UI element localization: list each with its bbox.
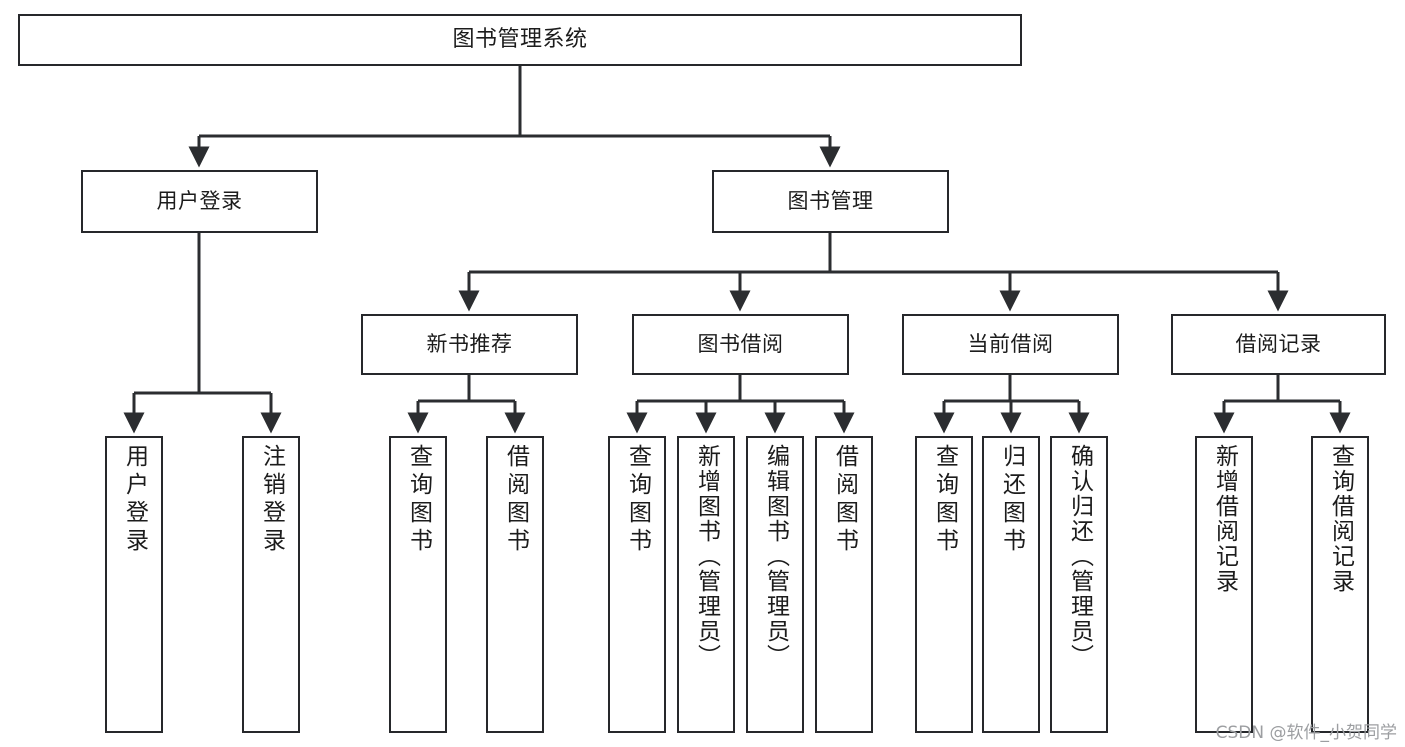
node-leaf-borrow-book-2[interactable]: 借阅图书 [815,436,873,733]
node-borrow-record[interactable]: 借阅记录 [1171,314,1386,375]
node-leaf-confirm-return[interactable]: 确认归还（管理员） [1050,436,1108,733]
node-label: 图书管理 [787,189,874,214]
node-user-login[interactable]: 用户登录 [81,170,318,233]
node-label: 归还图书 [998,444,1025,556]
node-leaf-borrow-book-1[interactable]: 借阅图书 [486,436,544,733]
node-label: 图书借阅 [697,332,784,357]
node-leaf-add-record[interactable]: 新增借阅记录 [1195,436,1253,733]
node-leaf-logout[interactable]: 注销登录 [242,436,300,733]
node-new-book-recommend[interactable]: 新书推荐 [361,314,578,375]
node-label: 用户登录 [156,189,243,214]
node-leaf-query-book-2[interactable]: 查询图书 [608,436,666,733]
node-book-management-system[interactable]: 图书管理系统 [18,14,1022,66]
node-label: 借阅记录 [1235,332,1322,357]
node-label: 确认归还（管理员） [1066,444,1093,669]
node-leaf-return-book[interactable]: 归还图书 [982,436,1040,733]
node-label: 当前借阅 [967,332,1054,357]
node-label: 编辑图书（管理员） [762,444,789,669]
node-label: 注销登录 [258,444,285,556]
node-label: 用户登录 [121,444,148,556]
node-label: 查询图书 [624,444,651,556]
node-label: 查询图书 [931,444,958,556]
node-label: 查询借阅记录 [1327,444,1354,594]
node-label: 新书推荐 [426,332,513,357]
watermark-text: CSDN @软件_小贺同学 [1215,723,1397,743]
node-leaf-user-login[interactable]: 用户登录 [105,436,163,733]
node-book-borrow[interactable]: 图书借阅 [632,314,849,375]
node-current-borrow[interactable]: 当前借阅 [902,314,1119,375]
node-leaf-query-record[interactable]: 查询借阅记录 [1311,436,1369,733]
node-label: 图书管理系统 [452,27,588,53]
node-book-management[interactable]: 图书管理 [712,170,949,233]
node-label: 查询图书 [405,444,432,556]
node-leaf-query-book-3[interactable]: 查询图书 [915,436,973,733]
node-leaf-query-book-1[interactable]: 查询图书 [389,436,447,733]
node-label: 新增图书（管理员） [693,444,720,669]
node-leaf-add-book[interactable]: 新增图书（管理员） [677,436,735,733]
node-label: 新增借阅记录 [1211,444,1238,594]
node-label: 借阅图书 [502,444,529,556]
node-label: 借阅图书 [831,444,858,556]
node-leaf-edit-book[interactable]: 编辑图书（管理员） [746,436,804,733]
